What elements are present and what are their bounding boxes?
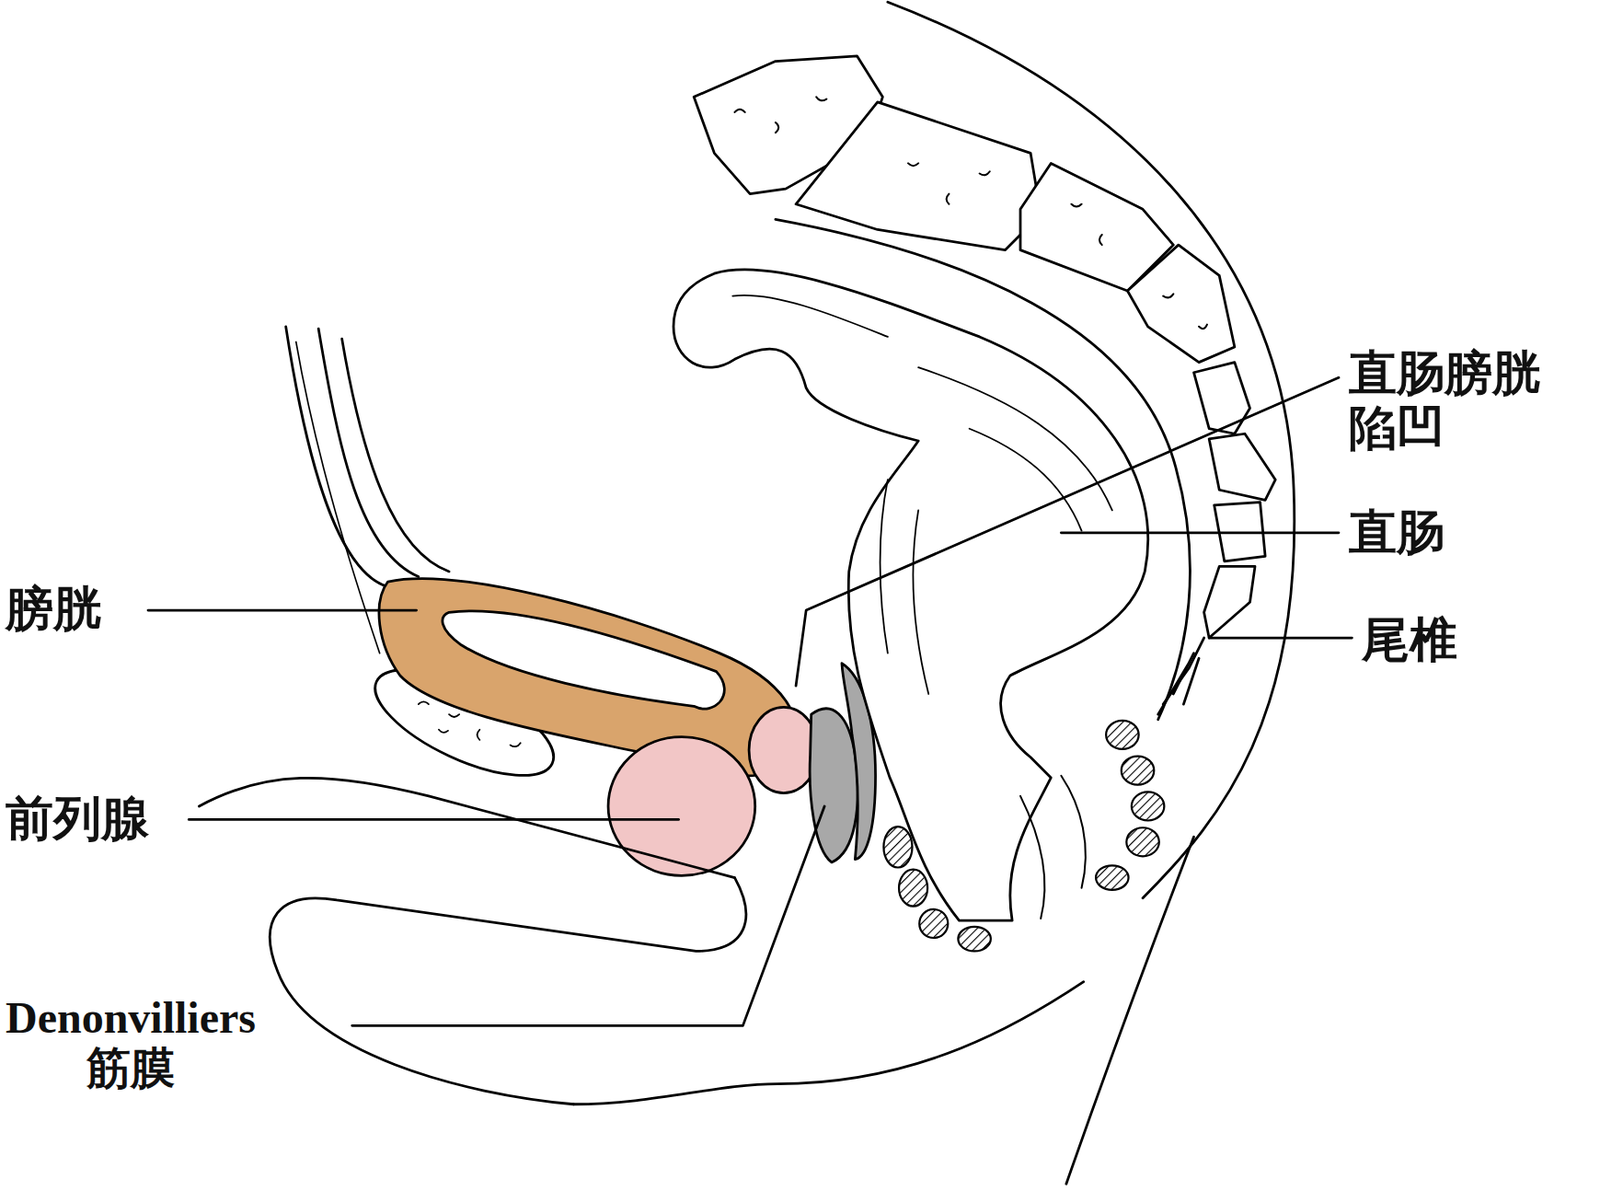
organ-label: 直肠 [1348, 505, 1445, 561]
organ-label: 前列腺 [5, 791, 150, 847]
fascia-label: Denonvilliers 筋膜 [5, 991, 256, 1094]
pouch-label: 直肠膀胱 陷凹 [1348, 345, 1545, 457]
bone-label: 尾椎 [1361, 612, 1458, 668]
organ-label: 膀胱 [5, 581, 102, 637]
